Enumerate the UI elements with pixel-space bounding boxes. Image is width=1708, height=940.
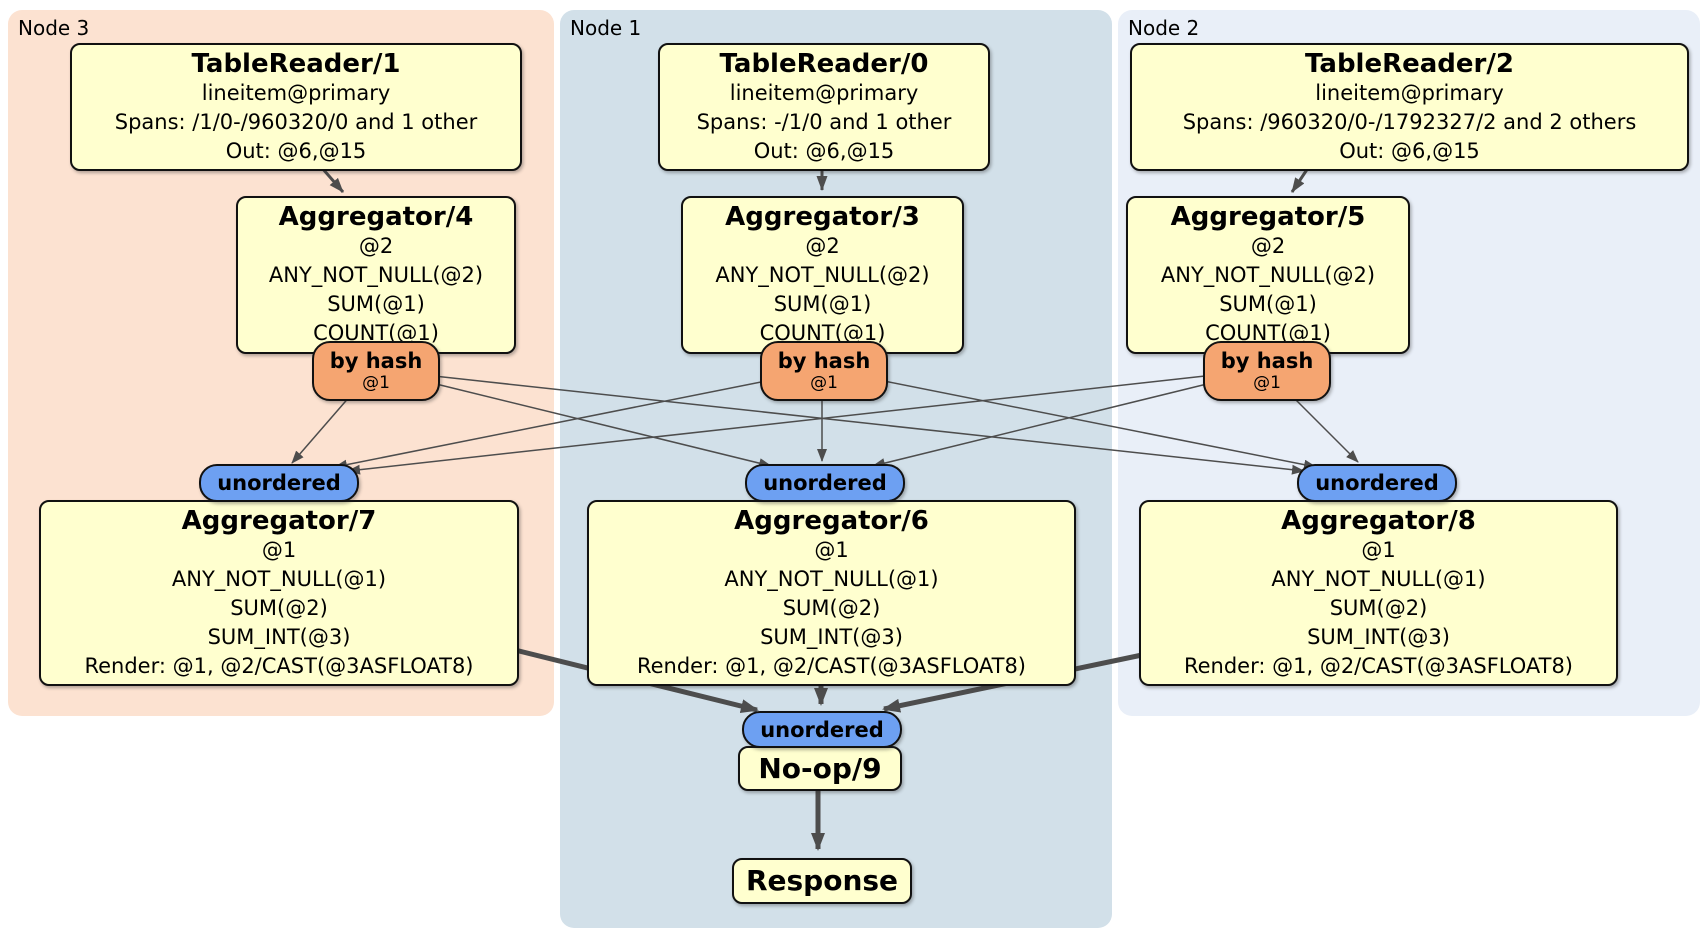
- router-by-hash-node3: by hash @1: [312, 341, 440, 401]
- operator-detail: @1: [261, 537, 297, 562]
- operator-title: Aggregator/6: [734, 505, 929, 536]
- node2-region-label: Node 2: [1128, 16, 1200, 40]
- operator-detail: SUM_INT(@3): [207, 624, 351, 649]
- operator-detail: Spans: -/1/0 and 1 other: [696, 109, 952, 134]
- edge-hash2-un2: [1289, 393, 1359, 463]
- operator-detail: @1: [1361, 537, 1396, 562]
- edge-tr2-agg5: [1290, 167, 1310, 193]
- operator-detail: Out: @6,@15: [225, 138, 367, 163]
- operator-detail: ANY_NOT_NULL(@2): [715, 263, 930, 287]
- sync-unordered-node1: unordered: [745, 464, 905, 502]
- sync-label: unordered: [763, 471, 887, 495]
- sync-unordered-node2: unordered: [1297, 464, 1457, 502]
- edge-hash3-un1: [427, 381, 772, 469]
- operator-detail: @1: [814, 537, 849, 562]
- operator-title: Aggregator/3: [725, 202, 920, 232]
- edge-hash2-un1: [872, 382, 1212, 468]
- operator-title: No-op/9: [758, 751, 882, 785]
- operator-detail: ANY_NOT_NULL(@2): [1160, 263, 1376, 287]
- operator-detail: Spans: /960320/0-/1792327/2 and 2 others: [1182, 109, 1637, 134]
- router-key: @1: [362, 373, 390, 393]
- operator-tablereader-1: TableReader/1 lineitem@primary Spans: /1…: [70, 43, 522, 171]
- operator-detail: SUM(@1): [1219, 292, 1317, 316]
- edge-tr1-agg4: [320, 167, 345, 193]
- operator-detail: ANY_NOT_NULL(@1): [171, 566, 387, 591]
- router-key: @1: [1253, 373, 1281, 393]
- operator-detail: ANY_NOT_NULL(@1): [1271, 566, 1486, 591]
- operator-response: Response: [732, 858, 912, 904]
- operator-detail: lineitem@primary: [729, 80, 919, 105]
- operator-detail: lineitem@primary: [201, 80, 391, 105]
- operator-noop-9: No-op/9: [738, 746, 902, 791]
- node1-region-label: Node 1: [570, 16, 642, 40]
- operator-detail: Render: @1, @2/CAST(@3ASFLOAT8): [84, 653, 474, 678]
- operator-detail: ANY_NOT_NULL(@1): [724, 566, 939, 591]
- operator-aggregator-3: Aggregator/3 @2 ANY_NOT_NULL(@2) SUM(@1)…: [681, 196, 964, 354]
- router-key: @1: [810, 373, 838, 393]
- operator-detail: Render: @1, @2/CAST(@3ASFLOAT8): [636, 653, 1027, 678]
- router-label: by hash: [329, 349, 423, 373]
- operator-title: Aggregator/8: [1281, 505, 1476, 536]
- operator-aggregator-7: Aggregator/7 @1 ANY_NOT_NULL(@1) SUM(@2)…: [39, 500, 519, 686]
- operator-aggregator-4: Aggregator/4 @2 ANY_NOT_NULL(@2) SUM(@1)…: [236, 196, 516, 354]
- sync-unordered-node3: unordered: [199, 464, 359, 502]
- sync-label: unordered: [760, 717, 884, 742]
- operator-detail: SUM(@1): [773, 292, 872, 316]
- edge-hash2-un3: [347, 375, 1206, 475]
- operator-detail: @2: [358, 234, 394, 258]
- operator-title: Aggregator/4: [278, 202, 474, 232]
- operator-detail: Spans: /1/0-/960320/0 and 1 other: [114, 109, 478, 134]
- operator-detail: lineitem@primary: [1315, 80, 1504, 105]
- sync-unordered-final: unordered: [742, 711, 902, 748]
- operator-detail: Out: @6,@15: [1339, 138, 1480, 163]
- operator-title: TableReader/2: [1305, 48, 1514, 79]
- operator-detail: SUM(@2): [1329, 595, 1428, 620]
- edge-hash3-un2: [433, 375, 1305, 475]
- router-label: by hash: [1220, 349, 1314, 373]
- operator-detail: SUM(@1): [327, 292, 425, 316]
- edge-hash1-un3: [334, 380, 767, 470]
- operator-title: Response: [745, 864, 899, 897]
- operator-title: TableReader/0: [719, 48, 929, 79]
- operator-detail: SUM(@2): [230, 595, 328, 620]
- operator-detail: SUM_INT(@3): [760, 624, 903, 649]
- edge-hash3-un3: [291, 394, 352, 464]
- sync-label: unordered: [217, 471, 341, 495]
- operator-title: TableReader/1: [191, 48, 401, 79]
- operator-aggregator-5: Aggregator/5 @2 ANY_NOT_NULL(@2) SUM(@1)…: [1126, 196, 1410, 354]
- operator-detail: SUM_INT(@3): [1307, 624, 1450, 649]
- sync-label: unordered: [1315, 471, 1439, 495]
- router-by-hash-node1: by hash @1: [760, 341, 888, 401]
- operator-detail: @2: [1250, 234, 1286, 258]
- operator-detail: Render: @1, @2/CAST(@3ASFLOAT8): [1183, 653, 1574, 678]
- edge-hash1-un2: [878, 379, 1317, 470]
- operator-title: Aggregator/7: [181, 505, 377, 536]
- operator-title: Aggregator/5: [1170, 202, 1366, 232]
- operator-detail: Out: @6,@15: [753, 138, 895, 163]
- operator-detail: SUM(@2): [782, 595, 881, 620]
- operator-detail: ANY_NOT_NULL(@2): [268, 263, 484, 287]
- operator-detail: @2: [805, 234, 840, 258]
- operator-aggregator-8: Aggregator/8 @1 ANY_NOT_NULL(@1) SUM(@2)…: [1139, 500, 1618, 686]
- operator-tablereader-2: TableReader/2 lineitem@primary Spans: /9…: [1130, 43, 1689, 171]
- router-by-hash-node2: by hash @1: [1203, 341, 1331, 401]
- router-label: by hash: [777, 349, 871, 373]
- operator-aggregator-6: Aggregator/6 @1 ANY_NOT_NULL(@1) SUM(@2)…: [587, 500, 1076, 686]
- operator-tablereader-0: TableReader/0 lineitem@primary Spans: -/…: [658, 43, 990, 171]
- node3-region-label: Node 3: [18, 16, 90, 40]
